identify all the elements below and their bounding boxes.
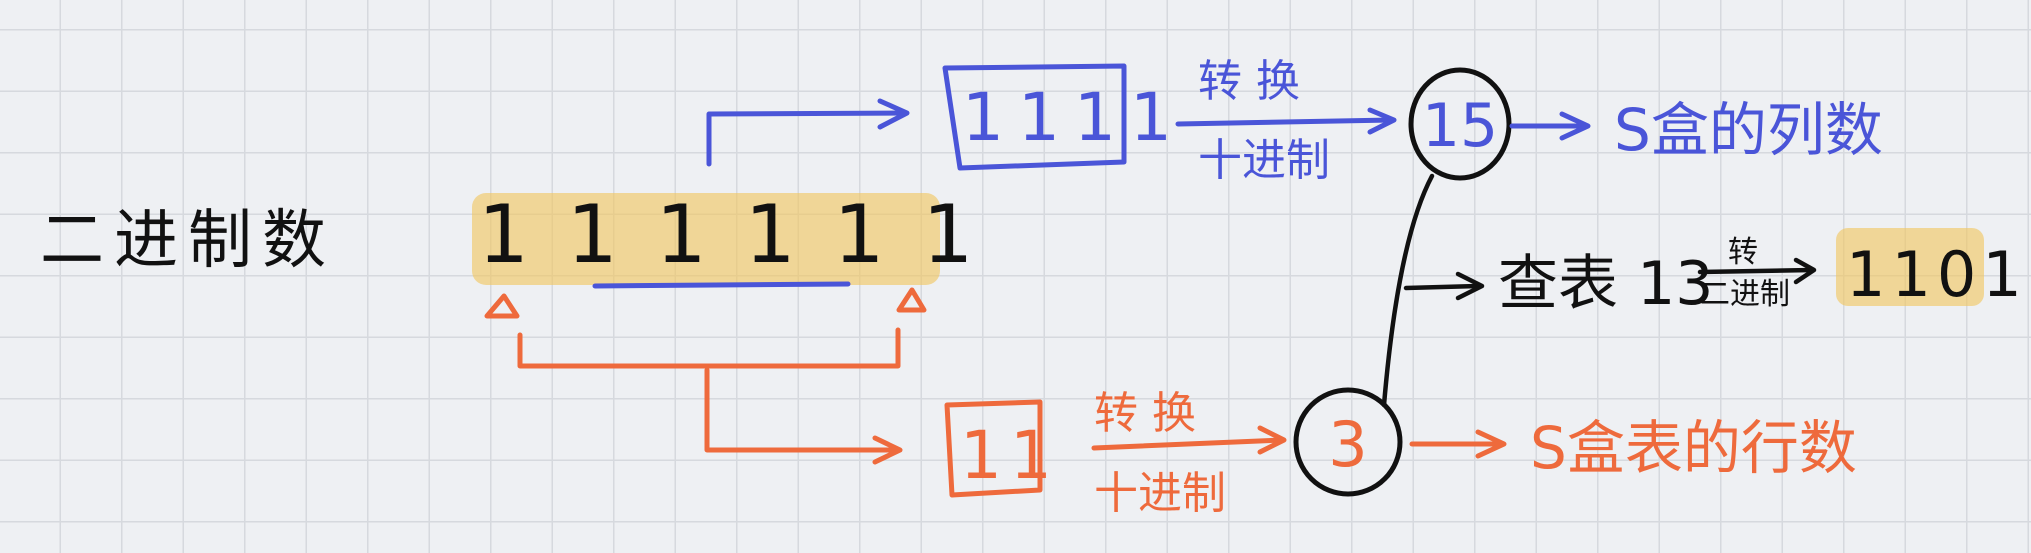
bits-highlight (472, 193, 940, 285)
lookup-result: 1101 (1846, 238, 2028, 311)
circles-connector (1381, 173, 1435, 408)
bottom-convert-arrow (1091, 437, 1285, 451)
top-connector (706, 110, 908, 167)
outer-bits-bracket (517, 327, 901, 369)
bottom-value-circle (1293, 387, 1403, 497)
last-bit-marker (896, 287, 927, 313)
top-decimal-label: 十进制 (1198, 135, 1330, 186)
binary-number-label: 二进制数 (40, 204, 336, 278)
top-convert-arrow (1175, 117, 1395, 127)
bottom-value: 3 (1328, 408, 1367, 481)
top-box-bits: 1111 (962, 79, 1186, 156)
bottom-connector (704, 367, 901, 453)
top-convert-arrowhead (1367, 107, 1397, 135)
lookup-base-label: 二进制 (1700, 277, 1790, 312)
top-value-circle (1408, 67, 1512, 181)
bottom-decimal-label: 十进制 (1094, 468, 1226, 519)
middle-bits-underline (592, 281, 851, 289)
row-result-arrowhead (1475, 429, 1507, 459)
top-convert-label: 转换 (1198, 56, 1314, 107)
column-result-label: S盒的列数 (1614, 96, 1883, 164)
top-value: 15 (1422, 91, 1498, 161)
lookup-arrow (1403, 283, 1481, 291)
column-result-arrowhead (1559, 111, 1591, 141)
first-bit-marker (484, 293, 520, 319)
row-result-label: S盒表的行数 (1530, 414, 1857, 482)
lookup-convert-arrowhead (1793, 257, 1817, 285)
lookup-convert-label: 转 (1728, 235, 1758, 270)
lookup-label: 查表 13 (1498, 249, 1713, 319)
bottom-connector-arrowhead (872, 435, 903, 465)
binary-bits: 111111 (478, 188, 1011, 281)
lookup-arrowhead (1455, 271, 1485, 301)
top-connector-arrowhead (877, 98, 910, 130)
bottom-convert-label: 转换 (1094, 388, 1210, 439)
lookup-convert-arrow (1697, 267, 1815, 275)
bottom-convert-arrowhead (1257, 425, 1287, 455)
top-box-outline (942, 63, 1127, 171)
bottom-box-bits: 11 (960, 417, 1060, 494)
result-highlight (1836, 228, 1984, 306)
bottom-box-outline (944, 399, 1043, 498)
